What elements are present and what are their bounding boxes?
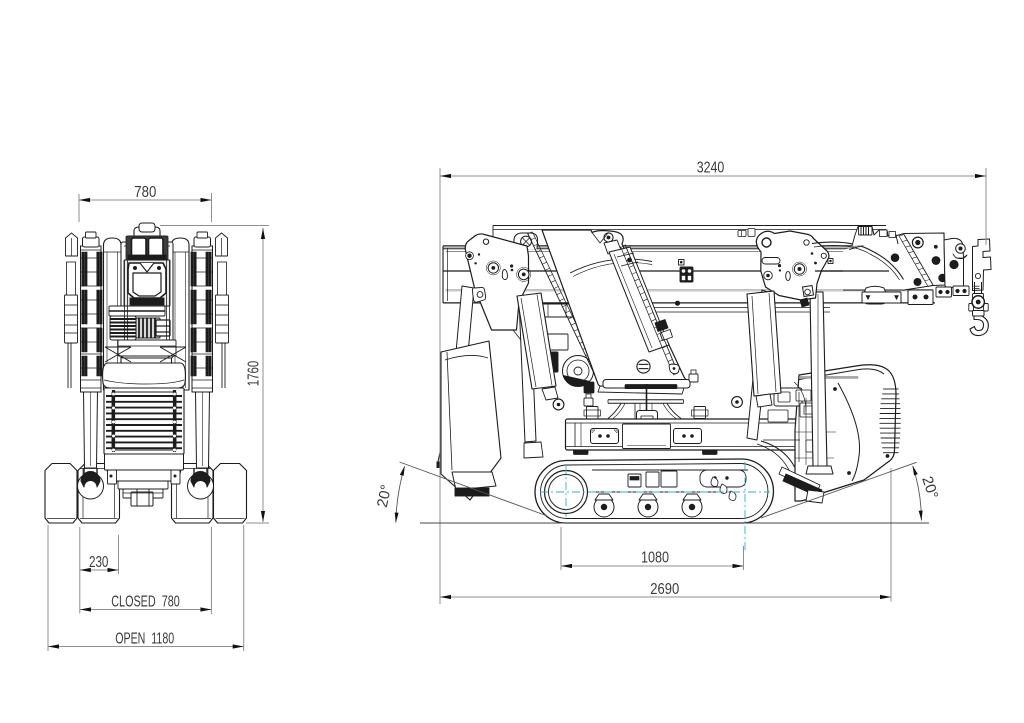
svg-text:OPEN 1180: OPEN 1180	[115, 631, 174, 648]
svg-text:1760: 1760	[246, 361, 263, 387]
svg-text:780: 780	[134, 184, 156, 201]
svg-text:1080: 1080	[641, 550, 669, 567]
svg-text:20°: 20°	[374, 483, 395, 509]
svg-text:3240: 3240	[697, 160, 725, 177]
svg-text:230: 230	[89, 554, 109, 571]
svg-text:20°: 20°	[918, 474, 941, 501]
svg-text:CLOSED 780: CLOSED 780	[111, 594, 180, 611]
svg-text:2690: 2690	[650, 581, 679, 598]
